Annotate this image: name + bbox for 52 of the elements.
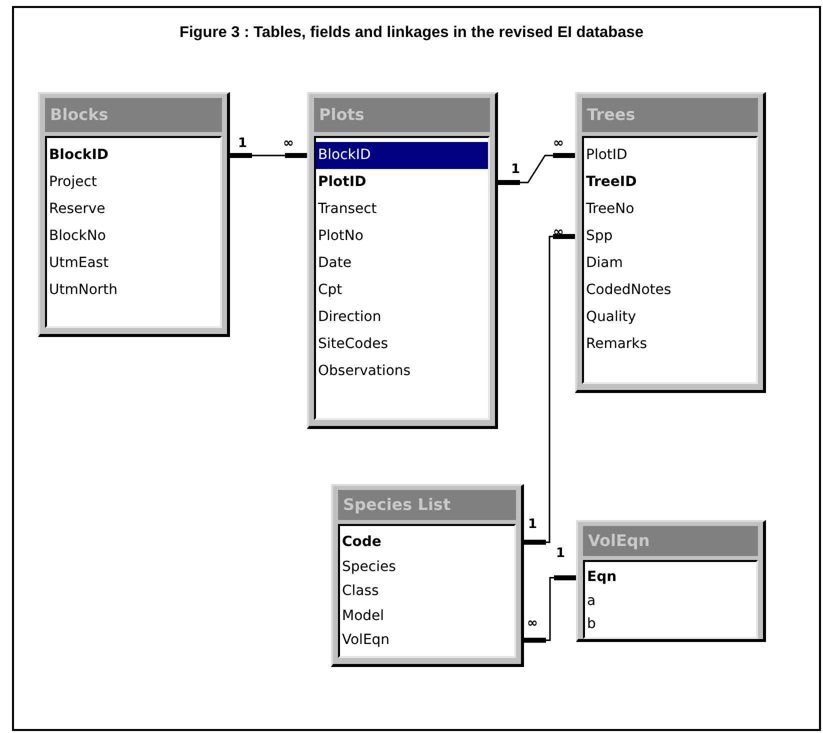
- field-name: VolEqn: [331, 628, 524, 652]
- cardinality-label: ∞: [283, 137, 294, 150]
- cardinality-label: ∞: [553, 137, 564, 150]
- field-name: Class: [331, 579, 524, 604]
- field-name: CodedNotes: [575, 277, 766, 304]
- field-name: UtmEast: [38, 250, 230, 277]
- field-name: PlotID: [307, 169, 498, 196]
- table-title: Blocks: [45, 98, 222, 132]
- cardinality-label: 1: [238, 137, 248, 150]
- cardinality-label: 1: [556, 547, 566, 560]
- cardinality-label: 1: [528, 518, 538, 531]
- field-name: Remarks: [575, 331, 766, 358]
- relationship-line: [524, 575, 576, 643]
- field-name: Code: [331, 530, 524, 554]
- table-title: Trees: [582, 98, 758, 132]
- table-window: [576, 520, 766, 642]
- field-name: BlockNo: [38, 223, 230, 250]
- field-name: Model: [331, 604, 524, 628]
- field-name: b: [576, 613, 766, 636]
- field-name: Observations: [307, 358, 498, 385]
- figure-title: Figure 3 : Tables, fields and linkages in the revised EI database: [178, 24, 644, 42]
- field-name: Species: [331, 554, 524, 579]
- cardinality-label: 1: [511, 163, 520, 176]
- field-name: BlockID: [38, 142, 230, 169]
- field-name: Eqn: [576, 566, 766, 590]
- field-name: a: [576, 590, 766, 613]
- table-window: [575, 92, 766, 393]
- field-name: SiteCodes: [307, 331, 498, 358]
- field-name: Reserve: [38, 196, 230, 223]
- field-name: Diam: [575, 250, 766, 277]
- table-title: VolEqn: [583, 526, 758, 556]
- table-window: [307, 92, 498, 429]
- relationship-line: [524, 234, 575, 545]
- table-window: [331, 484, 524, 667]
- field-name: TreeID: [575, 169, 766, 196]
- table-title: Plots: [314, 98, 490, 132]
- relationship-line: [498, 153, 575, 185]
- field-name: PlotID: [575, 142, 766, 169]
- relationship-line: [230, 153, 307, 158]
- field-name: PlotNo: [307, 223, 498, 250]
- field-name: Quality: [575, 304, 766, 331]
- field-name: Date: [307, 250, 498, 277]
- table-title: Species List: [338, 490, 516, 520]
- table-window: [38, 92, 230, 337]
- field-name: Transect: [307, 196, 498, 223]
- field-name: Direction: [307, 304, 498, 331]
- field-name: Project: [38, 169, 230, 196]
- field-name: TreeNo: [575, 196, 766, 223]
- field-name: Cpt: [307, 277, 498, 304]
- cardinality-label: ∞: [527, 617, 538, 630]
- field-name: Spp: [575, 223, 766, 250]
- field-name: UtmNorth: [38, 277, 230, 304]
